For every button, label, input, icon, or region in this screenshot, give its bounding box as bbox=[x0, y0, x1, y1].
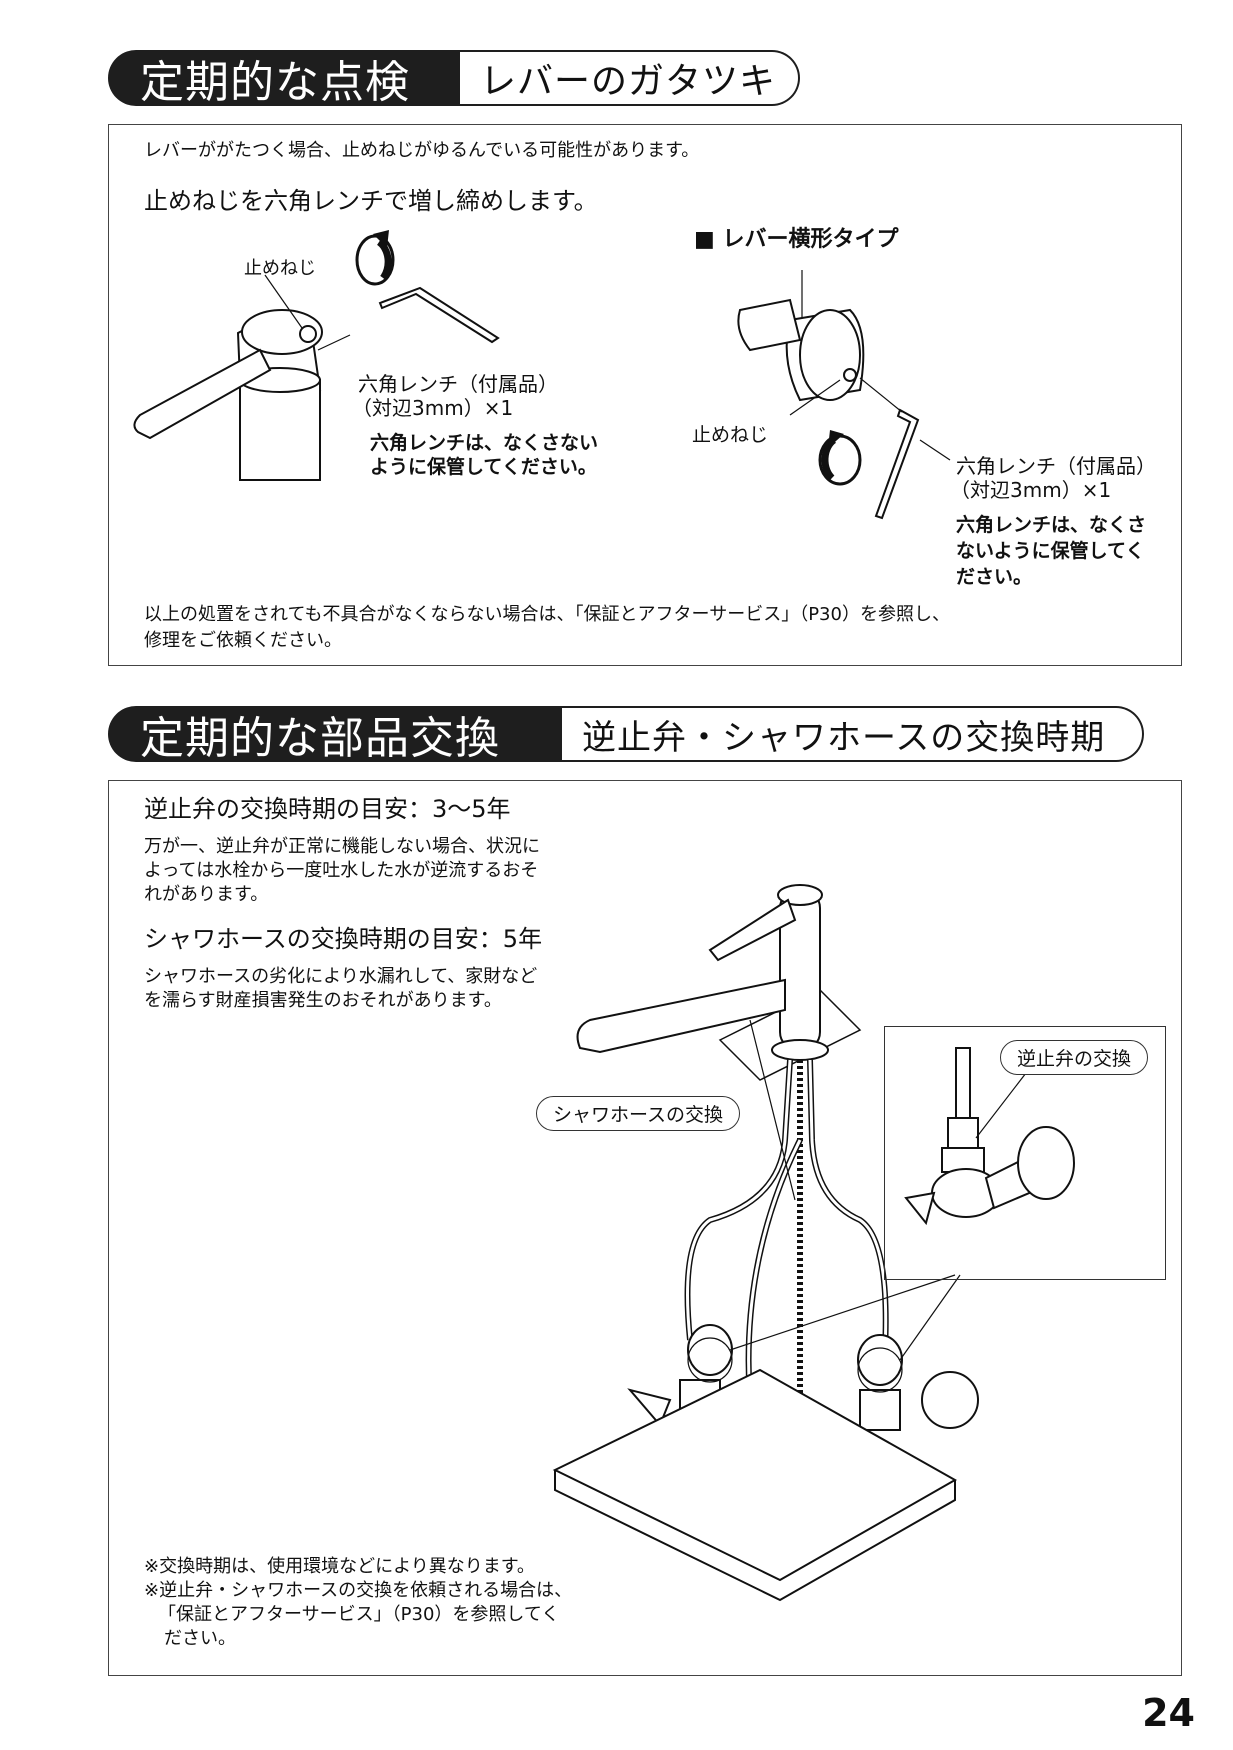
under-sink-diagram bbox=[552, 884, 979, 1602]
right-wrench-label-1: 六角レンチ（付属品） bbox=[956, 454, 1156, 478]
section1-title: 定期的な点検 bbox=[108, 50, 460, 108]
right-note-1: 六角レンチは、なくさ bbox=[956, 514, 1147, 536]
page-number: 24 bbox=[1142, 1691, 1195, 1735]
left-screw-label: 止めねじ bbox=[244, 258, 316, 279]
section1-footer-1: 以上の処置をされても不具合がなくならない場合は、「保証とアフターサービス」（P3… bbox=[144, 604, 950, 625]
section1-instruction: 止めねじを六角レンチで増し締めします。 bbox=[144, 187, 598, 215]
left-wrench-label-2: （対辺3mm）×1 bbox=[352, 396, 514, 420]
valve-inset-box bbox=[884, 1026, 1166, 1280]
section2-subtitle: 逆止弁・シャワホースの交換時期 bbox=[562, 706, 1144, 762]
valve-text-3: れがあります。 bbox=[144, 884, 269, 905]
right-note-2: ないように保管してく bbox=[956, 540, 1145, 562]
section2-note-3: 「保証とアフターサービス」（P30）を参照してく bbox=[158, 1604, 560, 1625]
section1-intro: レバーががたつく場合、止めねじがゆるんでいる可能性があります。 bbox=[144, 140, 700, 161]
right-screw-label: 止めねじ bbox=[692, 424, 769, 446]
callout-hose-replace: シャワホースの交換 bbox=[536, 1096, 741, 1131]
valve-text-2: よっては水栓から一度吐水した水が逆流するおそ bbox=[144, 860, 539, 881]
section2-note-1: ※交換時期は、使用環境などにより異なります。 bbox=[144, 1556, 535, 1577]
valve-inset-illustration bbox=[904, 1047, 1075, 1226]
left-faucet-diagram bbox=[133, 230, 500, 481]
callout-valve-replace: 逆止弁の交換 bbox=[1000, 1040, 1149, 1075]
rotate-arrow-icon bbox=[355, 230, 395, 286]
rotate-arrow-icon-2 bbox=[818, 430, 862, 486]
section2-note-4: ださい。 bbox=[164, 1628, 236, 1649]
left-note-2: ように保管してください。 bbox=[370, 456, 597, 478]
section2-title-text: 定期的な部品交換 bbox=[140, 713, 500, 764]
section1-title-text: 定期的な点検 bbox=[140, 57, 410, 108]
section1-subtitle-text: レバーのガタツキ bbox=[480, 61, 777, 102]
right-faucet-diagram bbox=[737, 270, 951, 520]
section1-footer-2: 修理をご依頼ください。 bbox=[144, 630, 342, 651]
left-wrench-label-1: 六角レンチ（付属品） bbox=[358, 372, 558, 396]
left-note-1: 六角レンチは、なくさない bbox=[370, 432, 599, 454]
right-wrench-label-2: （対辺3mm）×1 bbox=[950, 478, 1112, 502]
section2-title: 定期的な部品交換 bbox=[108, 706, 562, 764]
section1-box bbox=[108, 124, 1182, 666]
section2-note-2: ※逆止弁・シャワホースの交換を依頼される場合は、 bbox=[144, 1580, 573, 1601]
section2-box bbox=[108, 780, 1182, 1676]
valve-heading: 逆止弁の交換時期の目安：3〜5年 bbox=[144, 795, 511, 823]
hose-heading: シャワホースの交換時期の目安：5年 bbox=[144, 925, 543, 953]
right-type-label: ■ レバー横形タイプ bbox=[694, 227, 899, 252]
right-note-3: ださい。 bbox=[956, 566, 1033, 588]
valve-text-1: 万が一、逆止弁が正常に機能しない場合、状況に bbox=[144, 836, 540, 857]
hose-text-2: を濡らす財産損害発生のおそれがあります。 bbox=[144, 990, 502, 1011]
section1-subtitle: レバーのガタツキ bbox=[460, 50, 800, 106]
hose-text-1: シャワホースの劣化により水漏れして、家財など bbox=[144, 966, 538, 987]
section2-subtitle-text: 逆止弁・シャワホースの交換時期 bbox=[582, 717, 1106, 758]
